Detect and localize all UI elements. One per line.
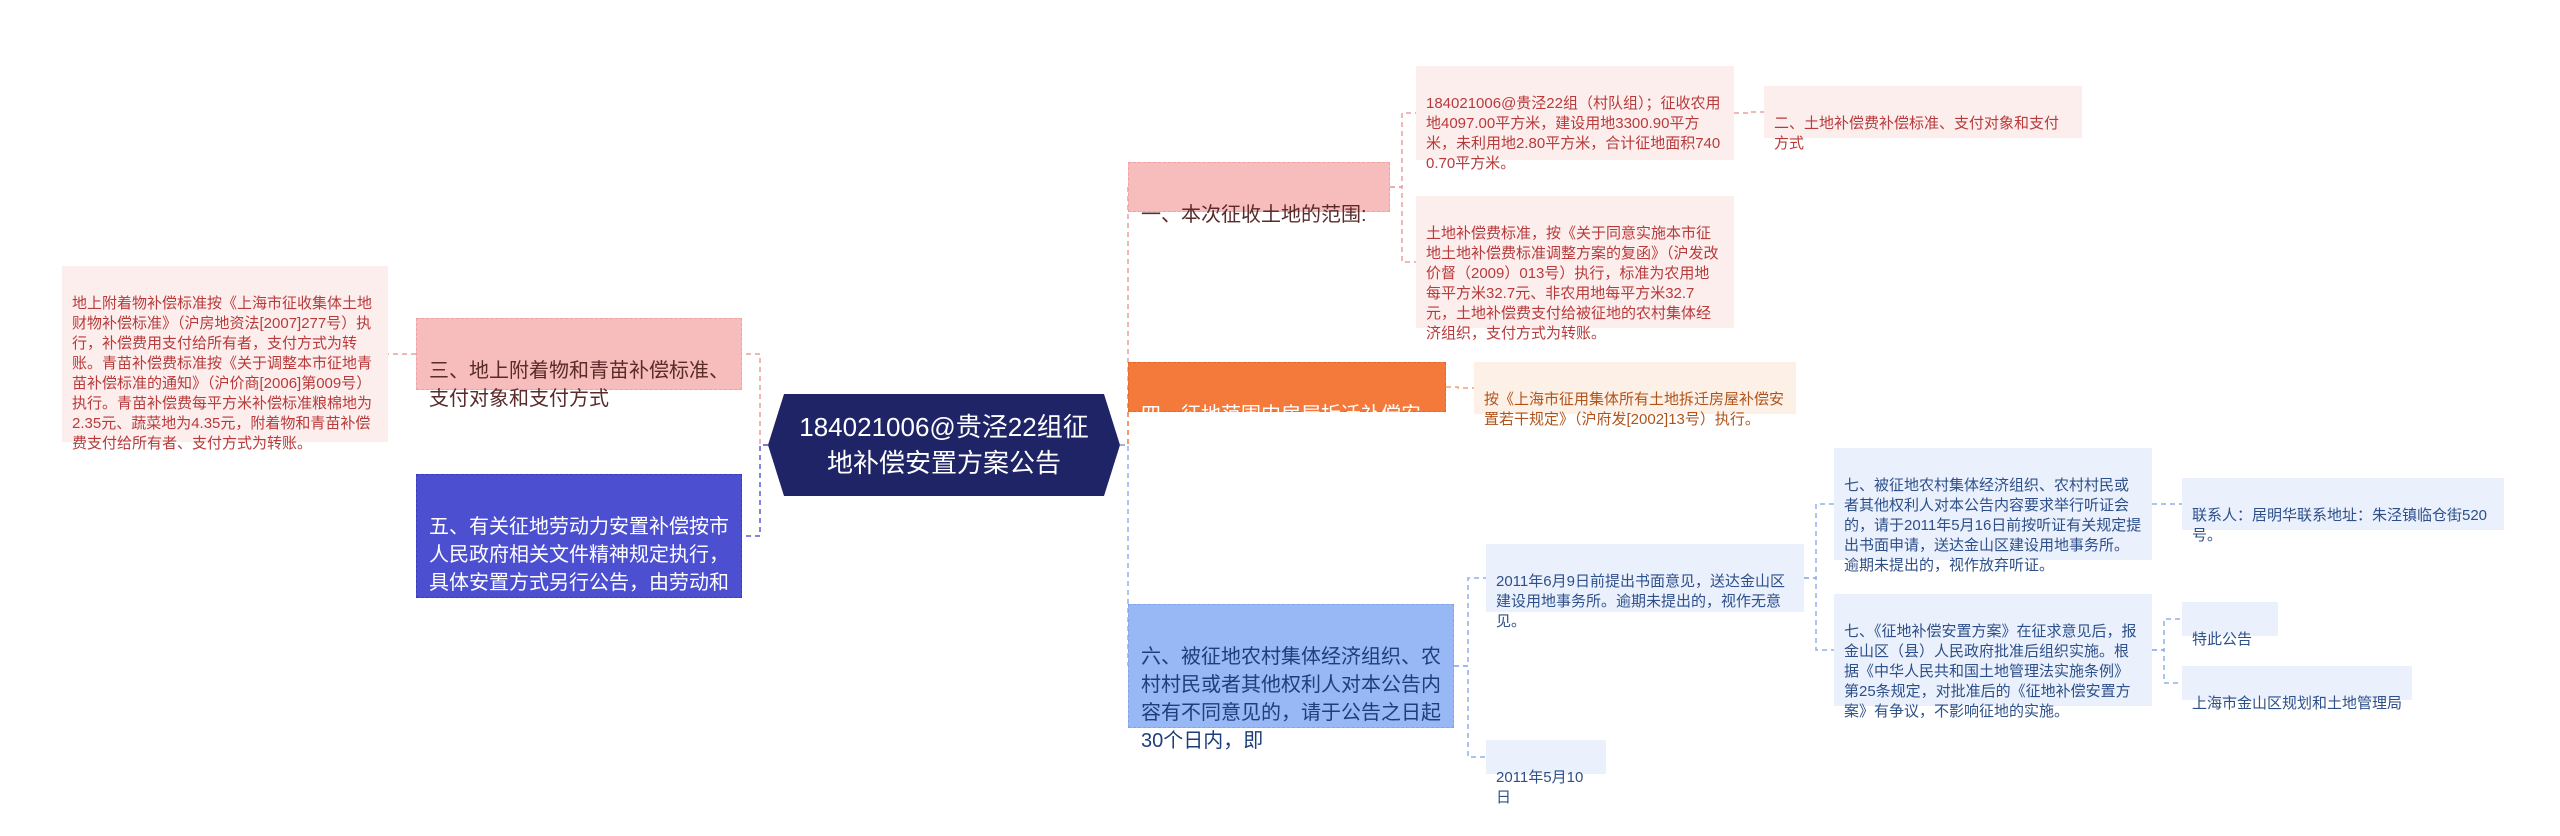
branch-label: 一、本次征收土地的范围:	[1141, 204, 1367, 226]
leaf-crop-compensation-standard[interactable]: 地上附着物补偿标准按《上海市征收集体土地财物补偿标准》（沪房地资法[2007]2…	[62, 266, 388, 452]
leaf-text: 联系人：居明华联系地址：朱泾镇临仓街520号。	[2192, 507, 2488, 544]
leaf-text: 特此公告	[2192, 631, 2253, 648]
connector-line	[742, 353, 768, 446]
connector-line	[1390, 112, 1416, 188]
branch-attachment-crop-compensation[interactable]: 三、地上附着物和青苗补偿标准、支付对象和支付方式	[416, 318, 742, 410]
connector-line	[1734, 111, 1764, 114]
branch-housing-compensation[interactable]: 四、征地范围内房屋拆迁补偿安置	[1128, 362, 1446, 454]
connector-line	[1446, 386, 1474, 389]
leaf-text: 地上附着物补偿标准按《上海市征收集体土地财物补偿标准》（沪房地资法[2007]2…	[72, 295, 373, 452]
leaf-notice-closing[interactable]: 特此公告	[2182, 602, 2278, 648]
root-topic[interactable]: 184021006@贵泾22组征地补偿安置方案公告	[768, 394, 1120, 496]
connector-line	[1120, 187, 1129, 446]
leaf-text: 2011年6月9日前提出书面意见，送达金山区建设用地事务所。逾期未提出的，视作无…	[1496, 573, 1785, 630]
connector-line	[1454, 665, 1486, 758]
leaf-text: 七、被征地农村集体经济组织、农村村民或者其他权利人对本公告内容要求举行听证会的，…	[1844, 477, 2142, 574]
root-title: 184021006@贵泾22组征地补偿安置方案公告	[799, 412, 1089, 478]
branch-label: 六、被征地农村集体经济组织、农村村民或者其他权利人对本公告内容有不同意见的，请于…	[1141, 646, 1441, 752]
connector-line	[1120, 387, 1129, 446]
branch-label: 三、地上附着物和青苗补偿标准、支付对象和支付方式	[429, 360, 729, 410]
leaf-issuing-authority[interactable]: 上海市金山区规划和土地管理局	[2182, 666, 2412, 712]
leaf-plan-approval[interactable]: 七、《征地补偿安置方案》在征求意见后，报金山区（县）人民政府批准后组织实施。根据…	[1834, 594, 2152, 720]
branch-labor-resettlement[interactable]: 五、有关征地劳动力安置补偿按市人民政府相关文件精神规定执行，具体安置方式另行公告…	[416, 474, 742, 622]
branch-land-scope[interactable]: 一、本次征收土地的范围:	[1128, 162, 1390, 226]
connector-line	[2152, 618, 2182, 651]
leaf-text: 按《上海市征用集体所有土地拆迁房屋补偿安置若干规定》（沪府发[2002]13号）…	[1484, 391, 1785, 428]
connector-line	[1120, 444, 1129, 666]
connector-line	[742, 444, 768, 537]
leaf-land-compensation-heading[interactable]: 二、土地补偿费补偿标准、支付对象和支付方式	[1764, 86, 2082, 152]
leaf-contact-info[interactable]: 联系人：居明华联系地址：朱泾镇临仓街520号。	[2182, 478, 2504, 544]
leaf-text: 二、土地补偿费补偿标准、支付对象和支付方式	[1774, 115, 2060, 152]
leaf-hearing-request[interactable]: 七、被征地农村集体经济组织、农村村民或者其他权利人对本公告内容要求举行听证会的，…	[1834, 448, 2152, 574]
leaf-written-opinion-deadline[interactable]: 2011年6月9日前提出书面意见，送达金山区建设用地事务所。逾期未提出的，视作无…	[1486, 544, 1804, 630]
branch-label: 五、有关征地劳动力安置补偿按市人民政府相关文件精神规定执行，具体安置方式另行公告…	[429, 516, 729, 622]
connector-line	[1804, 577, 1834, 651]
leaf-text: 土地补偿费标准，按《关于同意实施本市征地土地补偿费标准调整方案的复函》（沪发改价…	[1426, 225, 1719, 342]
root-shape	[768, 394, 1120, 496]
branch-label: 四、征地范围内房屋拆迁补偿安置	[1141, 404, 1421, 454]
connector-line	[2152, 649, 2182, 684]
leaf-land-area[interactable]: 184021006@贵泾22组（村队组）；征收农用地4097.00平方米，建设用…	[1416, 66, 1734, 172]
leaf-housing-regulation[interactable]: 按《上海市征用集体所有土地拆迁房屋补偿安置若干规定》（沪府发[2002]13号）…	[1474, 362, 1796, 428]
leaf-text: 七、《征地补偿安置方案》在征求意见后，报金山区（县）人民政府批准后组织实施。根据…	[1844, 623, 2137, 720]
leaf-text: 184021006@贵泾22组（村队组）；征收农用地4097.00平方米，建设用…	[1426, 95, 1721, 172]
branch-objection-notice[interactable]: 六、被征地农村集体经济组织、农村村民或者其他权利人对本公告内容有不同意见的，请于…	[1128, 604, 1454, 752]
leaf-notice-date[interactable]: 2011年5月10日	[1486, 740, 1606, 806]
connector-line	[1454, 577, 1486, 667]
connector-line	[1804, 503, 1834, 579]
leaf-land-compensation-standard[interactable]: 土地补偿费标准，按《关于同意实施本市征地土地补偿费标准调整方案的复函》（沪发改价…	[1416, 196, 1734, 342]
connector-line	[1390, 186, 1416, 263]
leaf-text: 2011年5月10日	[1496, 769, 1584, 806]
leaf-text: 上海市金山区规划和土地管理局	[2192, 695, 2403, 712]
